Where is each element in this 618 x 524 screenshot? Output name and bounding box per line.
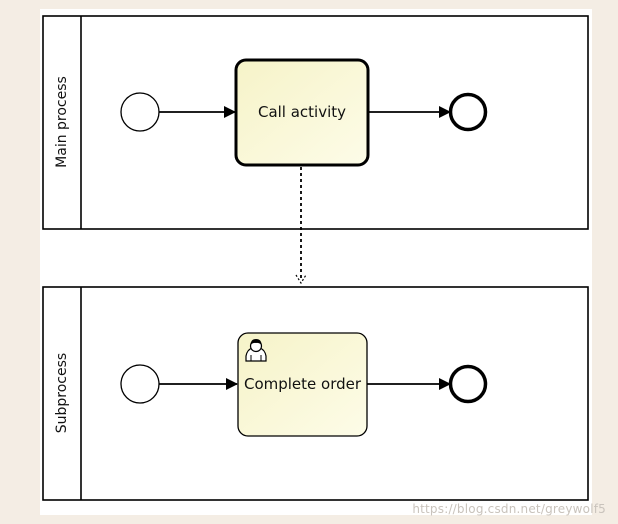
pool-label-main-process: Main process <box>54 76 70 168</box>
start-event-main[interactable] <box>120 92 160 132</box>
task-label-call-activity: Call activity <box>257 103 347 121</box>
end-event-sub[interactable] <box>448 364 488 404</box>
end-event-main[interactable] <box>448 92 488 132</box>
pool-label-subprocess: Subprocess <box>54 352 70 434</box>
call-association-arrowhead <box>295 274 307 285</box>
user-icon <box>245 339 267 362</box>
task-label-complete-order: Complete order <box>243 375 362 393</box>
start-event-sub[interactable] <box>120 364 160 404</box>
watermark-text: https://blog.csdn.net/greywolf5 <box>412 502 606 516</box>
